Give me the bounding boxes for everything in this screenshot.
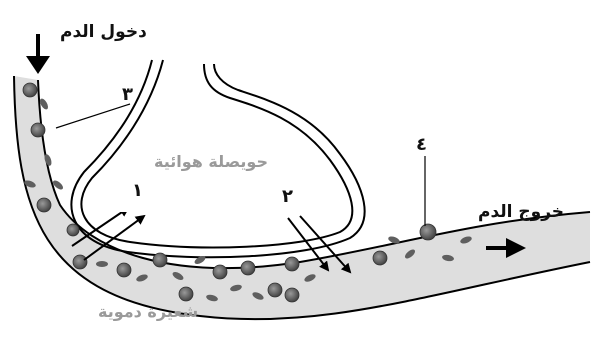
blood-out-label: خروج الدم [478, 202, 564, 222]
callout-three: ٣ [122, 84, 133, 105]
blood-in-label: دخول الدم [60, 22, 147, 42]
callout-three-leader [56, 104, 130, 128]
callout-four: ٤ [416, 134, 427, 155]
callout-one: ١ [132, 180, 143, 201]
capillary-fill [14, 76, 590, 319]
capillary-label: شعيرة دموية [98, 302, 198, 321]
callout-two: ٢ [282, 186, 293, 207]
blood-in-arrow [26, 34, 50, 74]
alveolus-label: حويصلة هوائية [154, 152, 268, 171]
